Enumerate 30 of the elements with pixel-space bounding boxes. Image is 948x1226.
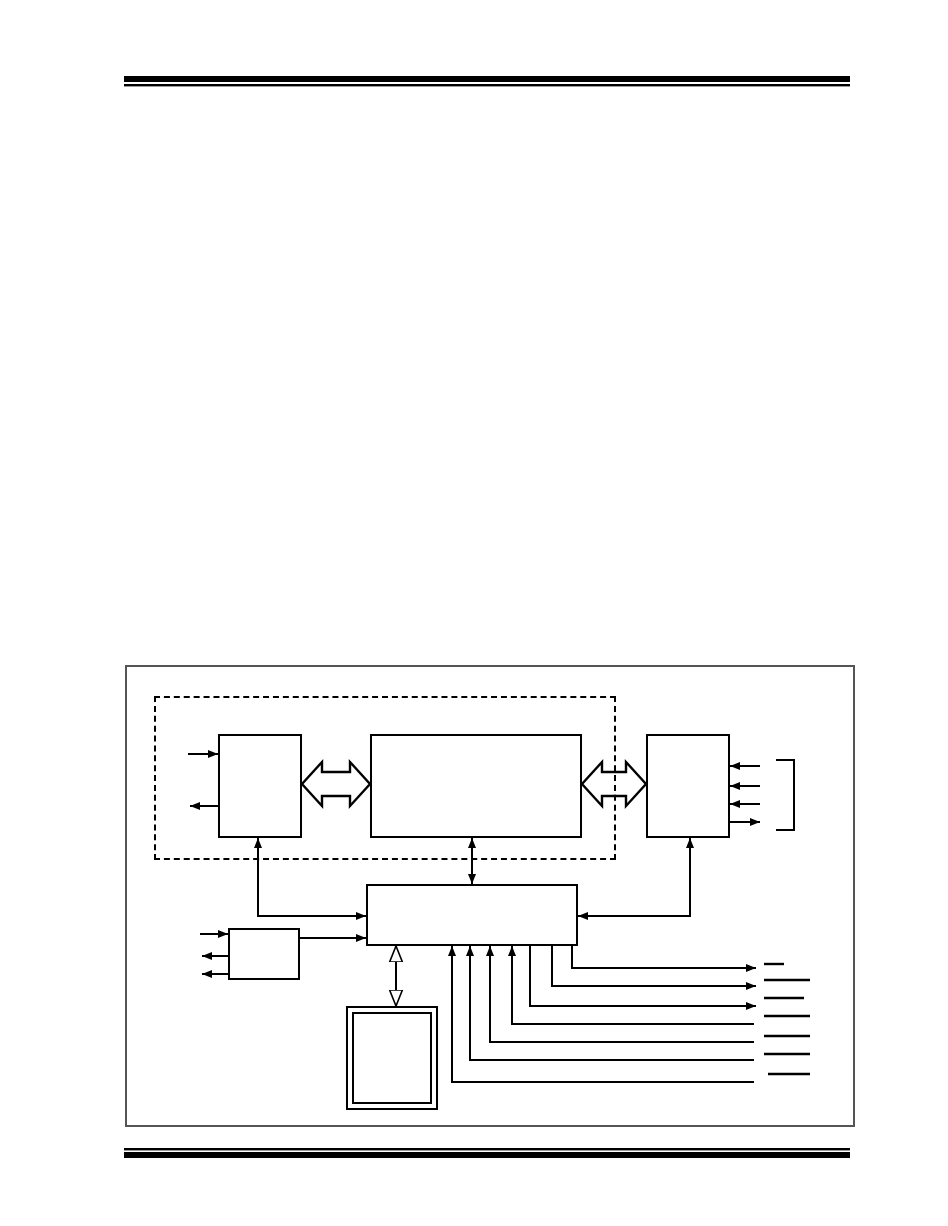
arrow xyxy=(486,945,755,1043)
block-box xyxy=(218,734,302,838)
block-box xyxy=(228,928,300,980)
arrow xyxy=(254,837,367,920)
arrow xyxy=(571,945,757,972)
bus-arrow xyxy=(300,758,372,810)
block-box xyxy=(370,734,582,838)
bus-arrow xyxy=(580,758,648,810)
arrow xyxy=(529,945,757,1010)
arrow xyxy=(201,970,229,978)
arrow xyxy=(577,837,694,920)
arrow xyxy=(189,802,219,810)
double-outline-box xyxy=(346,1006,438,1110)
block-box xyxy=(646,734,730,838)
arrow xyxy=(729,800,761,808)
block-box xyxy=(366,884,578,946)
arrow xyxy=(729,782,761,790)
arrow xyxy=(508,945,755,1025)
arrow xyxy=(199,930,229,938)
arrow xyxy=(448,945,755,1083)
arrow xyxy=(468,837,476,885)
arrow xyxy=(187,750,219,758)
dashed-group-outline xyxy=(154,696,616,860)
arrow xyxy=(388,945,404,1007)
arrow xyxy=(201,952,229,960)
arrow xyxy=(729,762,761,770)
arrow xyxy=(729,818,761,826)
arrow xyxy=(299,934,367,942)
arrow xyxy=(551,945,757,990)
arrow xyxy=(466,945,755,1061)
